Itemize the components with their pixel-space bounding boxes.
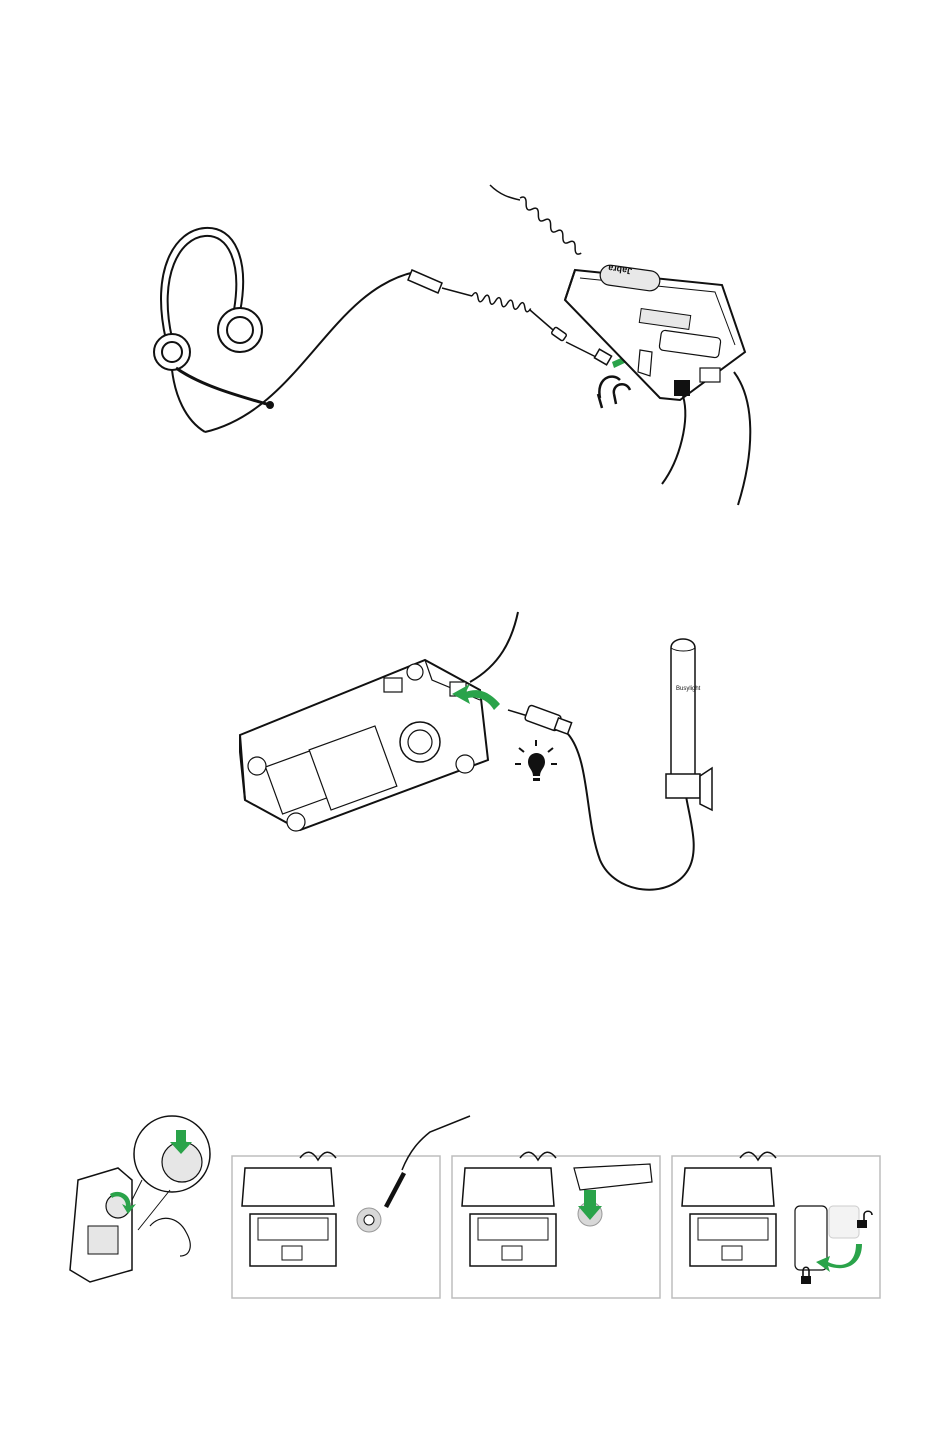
figure-headset-connection: Jabra [154, 185, 750, 505]
panel-remove-cover [70, 1116, 210, 1282]
amplifier-underside [240, 660, 488, 831]
qd-connector [408, 270, 442, 293]
panel-place-device [452, 1152, 660, 1298]
headset-illustration [154, 228, 273, 432]
light-bulb-icon [515, 740, 557, 781]
busylight-device [666, 639, 712, 810]
busylight-label: Busylight [676, 686, 701, 692]
device-logo: Jabra [606, 263, 632, 276]
device-cable [470, 612, 518, 682]
busylight-jack [508, 705, 572, 734]
panel-attach-screw [232, 1116, 470, 1298]
panel-lock-cover [672, 1152, 880, 1298]
headset-symbol-icon [598, 377, 630, 408]
phone-coiled-cord [490, 185, 592, 255]
power-cord [662, 372, 750, 505]
figure-busylight-connection: Busylight [240, 612, 712, 890]
amplifier-device [565, 264, 745, 400]
figure-mounting-steps [70, 1116, 880, 1298]
